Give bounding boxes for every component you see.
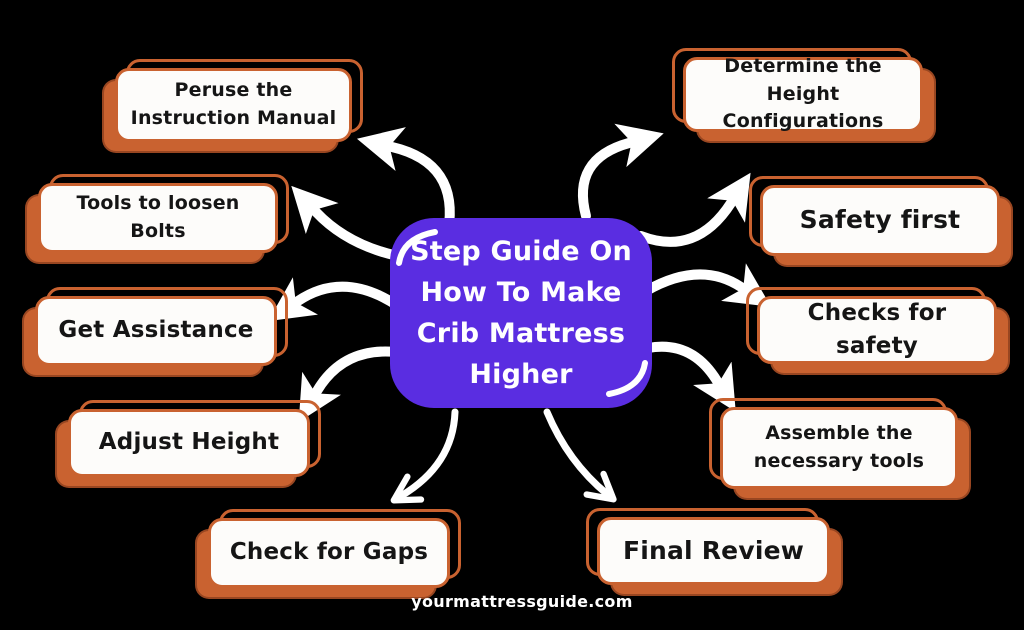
node-label: Get Assistance	[58, 317, 254, 344]
arrow-to-safety-icon	[636, 172, 751, 247]
node-label: Safety first	[799, 205, 961, 235]
node-tools-to-loosen-bolts: Tools to loosen Bolts	[25, 174, 289, 264]
center-topic-bubble: Step Guide On How To Make Crib Mattress …	[390, 218, 652, 408]
card: Check for Gaps	[208, 518, 450, 588]
node-assemble-necessary-tools: Assemble the necessary tools	[709, 398, 971, 500]
node-label: Peruse the Instruction Manual	[130, 79, 337, 129]
node-label: Final Review	[622, 535, 805, 565]
node-determine-height-configurations: Determine the Height Configurations	[672, 48, 936, 143]
node-label: Assemble the necessary tools	[753, 422, 925, 472]
node-peruse-instruction-manual: Peruse the Instruction Manual	[102, 59, 363, 153]
arrow-to-assistance-icon	[268, 277, 403, 322]
node-label: Checks for safety	[807, 299, 947, 359]
card: Peruse the Instruction Manual	[115, 68, 352, 142]
node-final-review: Final Review	[586, 508, 843, 596]
node-checks-for-safety: Checks for safety	[746, 287, 1010, 375]
node-label: Tools to loosen Bolts	[76, 192, 240, 242]
node-check-for-gaps: Check for Gaps	[195, 509, 461, 599]
node-label: Determine the Height Configurations	[722, 55, 884, 133]
arrow-to-checks-icon	[641, 263, 772, 307]
arrow-to-determine-icon	[577, 123, 664, 221]
card: Safety first	[760, 185, 1000, 256]
node-label: Check for Gaps	[229, 539, 429, 566]
arrow-to-assemble-icon	[643, 341, 736, 412]
card: Assemble the necessary tools	[720, 407, 958, 489]
arrow-to-review-icon	[543, 408, 617, 503]
node-get-assistance: Get Assistance	[22, 287, 288, 377]
arrow-to-adjust-icon	[298, 346, 401, 422]
card: Checks for safety	[757, 296, 997, 364]
node-safety-first: Safety first	[749, 176, 1013, 267]
center-topic-title: Step Guide On How To Make Crib Mattress …	[410, 235, 632, 391]
card: Determine the Height Configurations	[683, 55, 923, 132]
card: Tools to loosen Bolts	[38, 183, 278, 253]
node-adjust-height: Adjust Height	[55, 400, 321, 488]
node-label: Adjust Height	[98, 429, 280, 456]
card: Final Review	[597, 517, 830, 585]
website-watermark: yourmattressguide.com	[411, 592, 633, 611]
card: Get Assistance	[35, 296, 277, 366]
card: Adjust Height	[68, 409, 310, 477]
arrow-to-gaps-icon	[390, 408, 459, 504]
